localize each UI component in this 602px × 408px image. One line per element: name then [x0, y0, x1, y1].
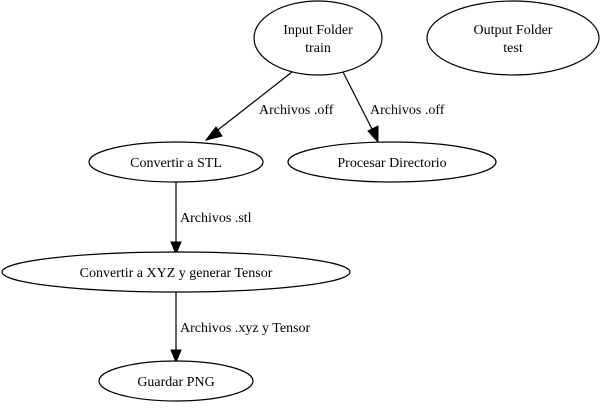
- edge-line: [342, 71, 374, 132]
- node-label-line1: Input Folder: [283, 23, 353, 38]
- node-procesar-directorio: Procesar Directorio: [287, 141, 497, 183]
- node-label-line2: train: [305, 41, 331, 56]
- node-label: Convertir a XYZ y generar Tensor: [80, 266, 273, 281]
- node-ellipse: [1, 251, 351, 293]
- node-convertir-stl: Convertir a STL: [88, 141, 264, 183]
- node-label-line1: Output Folder: [474, 23, 553, 38]
- node-output-folder: Output Folder test: [426, 0, 600, 76]
- node-ellipse: [98, 360, 254, 402]
- node-label: Convertir a STL: [130, 156, 222, 171]
- node-convertir-xyz: Convertir a XYZ y generar Tensor: [1, 251, 351, 293]
- edge-line: [213, 71, 293, 134]
- edge-label: Archivos .xyz y Tensor: [180, 321, 311, 336]
- arrow-head: [367, 125, 379, 144]
- node-ellipse: [426, 0, 600, 76]
- node-label: Guardar PNG: [137, 375, 214, 390]
- arrow-head: [204, 126, 223, 141]
- node-input-folder: Input Folder train: [253, 0, 383, 76]
- node-guardar-png: Guardar PNG: [98, 360, 254, 402]
- edge-label: Archivos .off: [259, 103, 334, 118]
- edge-xyz-to-png: Archivos .xyz y Tensor: [170, 290, 311, 364]
- edge-label: Archivos .off: [370, 103, 445, 118]
- node-ellipse: [253, 0, 383, 76]
- edge-stl-to-xyz: Archivos .stl: [170, 182, 252, 256]
- node-ellipse: [287, 141, 497, 183]
- edge-label: Archivos .stl: [180, 211, 252, 226]
- node-ellipse: [88, 141, 264, 183]
- edge-input-to-stl: Archivos .off: [204, 71, 334, 141]
- arrow-head: [170, 241, 182, 256]
- edge-input-to-procesar: Archivos .off: [342, 71, 445, 144]
- node-label-line2: test: [503, 41, 523, 56]
- node-label: Procesar Directorio: [337, 156, 446, 171]
- arrow-head: [170, 349, 182, 364]
